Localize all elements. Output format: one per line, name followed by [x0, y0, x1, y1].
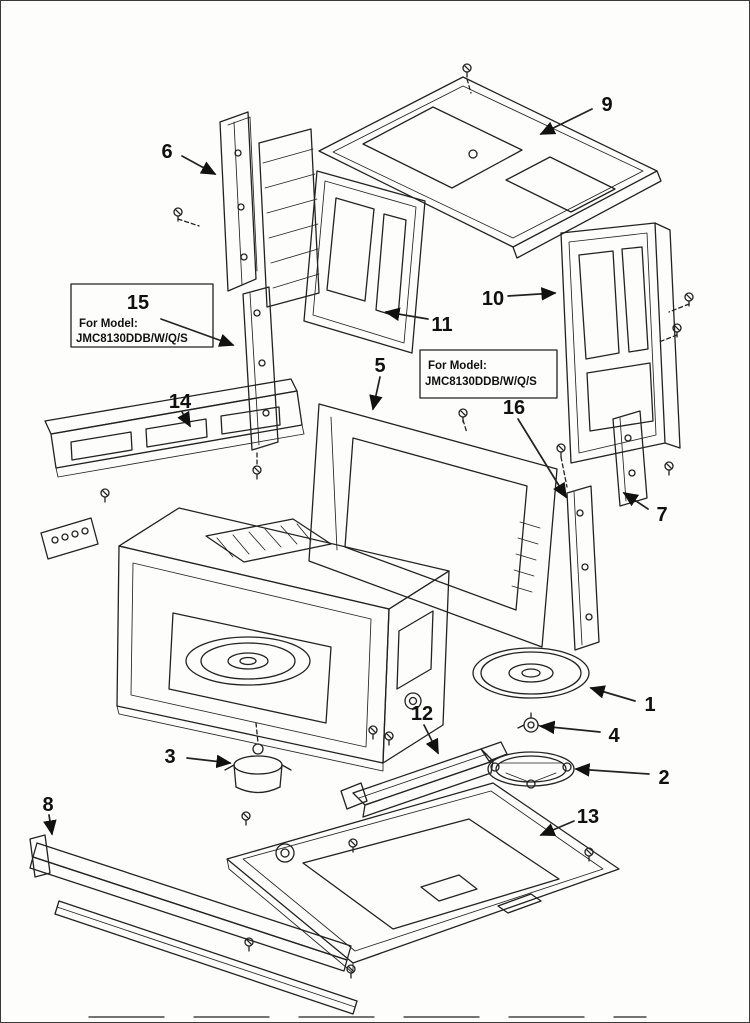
part-callout-1: 1: [644, 694, 655, 716]
part-callout-6: 6: [161, 141, 172, 163]
model-note-box-1: For Model: JMC8130DDB/W/Q/S: [70, 283, 214, 348]
part-15-support-bracket: [242, 286, 279, 451]
part-6-mounting-bracket-left: [219, 111, 258, 292]
model-note-1-line2: JMC8130DDB/W/Q/S: [76, 333, 188, 345]
model-note-1-line1: For Model:: [79, 318, 138, 330]
part-12-waveguide-duct: [340, 741, 508, 818]
part-5-front-frame: [308, 403, 558, 648]
model-note-2-line2: JMC8130DDB/W/Q/S: [425, 376, 537, 388]
screw-fasteners: [100, 63, 694, 979]
part-callouts: 1 2 3 4 5 6 7 8 9 10 11 12 13 14 15 16: [42, 94, 669, 828]
oven-cavity-assembly: [116, 507, 450, 772]
part-callout-13: 13: [577, 806, 599, 828]
part-1-turntable-tray: [472, 647, 590, 699]
part-callout-12: 12: [411, 703, 433, 725]
model-note-2-line1: For Model:: [428, 360, 487, 372]
part-callout-10: 10: [482, 288, 504, 310]
part-13-base-plate: [226, 782, 620, 974]
part-callout-7: 7: [656, 504, 667, 526]
small-mounting-plate: [40, 517, 99, 560]
part-3-turntable-motor: [224, 743, 292, 794]
part-callout-9: 9: [601, 94, 612, 116]
part-11-side-panel-left: [303, 170, 426, 354]
part-9-top-cover: [318, 76, 662, 259]
part-16-support-bracket: [566, 485, 600, 651]
part-callout-15: 15: [127, 292, 149, 314]
part-10-side-panel-right: [560, 222, 681, 464]
part-callout-4: 4: [608, 725, 620, 747]
part-4-turntable-coupler: [517, 712, 545, 733]
part-callout-8: 8: [42, 794, 53, 816]
model-note-box-2: For Model: JMC8130DDB/W/Q/S: [419, 349, 558, 399]
part-14-vent-grille: [44, 378, 305, 478]
part-callout-14: 14: [169, 391, 192, 413]
part-7-mounting-bracket-right: [612, 410, 648, 507]
part-callout-2: 2: [658, 767, 669, 789]
part-callout-3: 3: [164, 746, 175, 768]
part-callout-11: 11: [431, 314, 452, 336]
part-callout-5: 5: [374, 355, 385, 377]
back-panel-hatched: [258, 128, 320, 308]
part-2-roller-support-ring: [487, 751, 575, 789]
callout-arrows: [43, 108, 650, 836]
part-8-bottom-trim-rail: [29, 834, 358, 1015]
part-callout-16: 16: [503, 397, 525, 419]
